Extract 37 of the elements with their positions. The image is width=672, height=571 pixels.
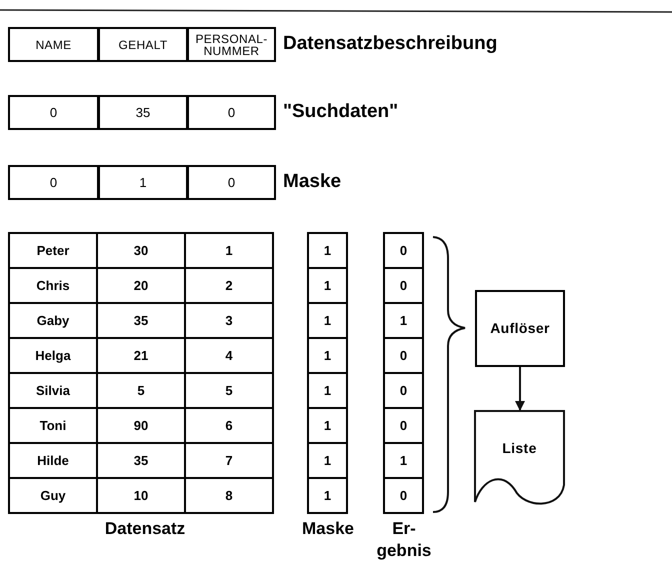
table-cell: 0 (8, 95, 99, 130)
table-cell: 8 (184, 477, 274, 514)
table-header-cell: NAME (8, 27, 99, 62)
table-cell: 1 (383, 442, 424, 479)
table-cell: 35 (98, 95, 188, 130)
table-cell: 0 (383, 232, 424, 269)
row-label: "Suchdaten" (283, 100, 400, 124)
table-cell: 0 (383, 477, 424, 514)
column-caption: Er- gebnis (376, 518, 432, 562)
column-caption: Datensatz (104, 518, 186, 540)
process-box: Auflöser (475, 290, 565, 367)
table-cell: 1 (307, 232, 348, 269)
table-cell: 0 (383, 267, 424, 304)
row-label: Maske (283, 170, 342, 194)
table-cell: 1 (307, 302, 348, 339)
table-cell: 1 (184, 232, 274, 269)
table-cell: 0 (383, 407, 424, 444)
table-cell: 0 (383, 337, 424, 374)
table-cell: 1 (307, 407, 348, 444)
table-cell: 1 (307, 477, 348, 514)
row-label: Datensatzbeschreibung (283, 32, 498, 56)
table-cell: 1 (307, 337, 348, 374)
table-header-cell: GEHALT (98, 27, 188, 62)
table-cell: 1 (98, 165, 188, 200)
table-cell: 0 (187, 95, 276, 130)
table-cell: Guy (8, 477, 98, 514)
table-cell: 1 (307, 442, 348, 479)
table-cell: 1 (307, 372, 348, 409)
table-cell: 0 (383, 372, 424, 409)
table-cell: 0 (8, 165, 99, 200)
table-cell: 1 (307, 267, 348, 304)
table-header-cell: PERSONAL- NUMMER (187, 27, 276, 62)
table-cell: 1 (383, 302, 424, 339)
table-cell: Peter (8, 232, 98, 269)
column-caption: Maske (301, 518, 355, 540)
arrow (515, 367, 525, 411)
table-cell: 0 (187, 165, 276, 200)
